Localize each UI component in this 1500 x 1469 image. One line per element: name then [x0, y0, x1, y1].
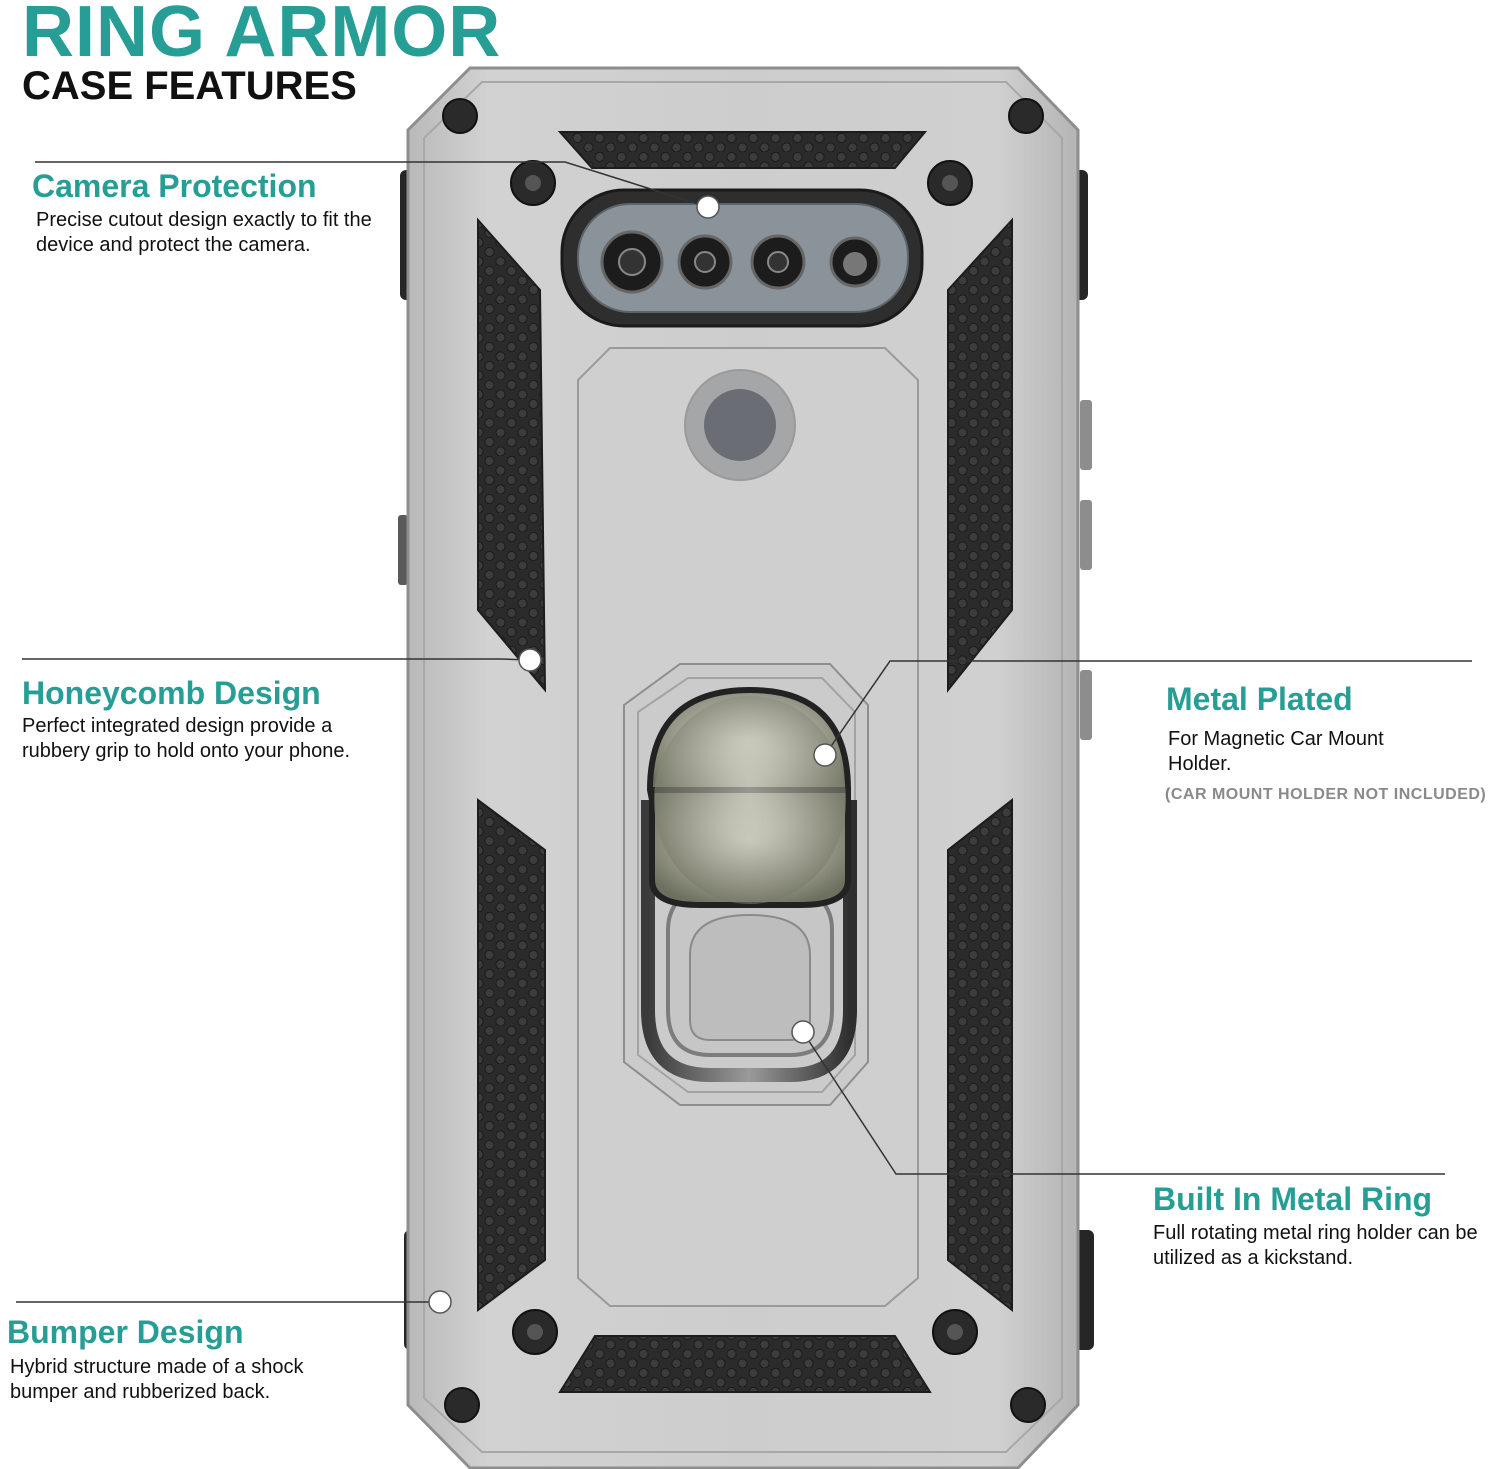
bumper-design-title: Bumper Design [7, 1314, 244, 1350]
metal-plated-title: Metal Plated [1166, 681, 1353, 717]
metal-ring-title: Built In Metal Ring [1153, 1181, 1433, 1217]
camera-protection-description: Precise cutout design exactly to fit the… [36, 209, 372, 256]
honeycomb-left-lower [477, 798, 546, 1312]
page-subtitle: CASE FEATURES [22, 64, 357, 108]
callout-dots [428, 195, 837, 1314]
honeycomb-right-upper [947, 217, 1013, 693]
camera-protection-title: Camera Protection [32, 168, 317, 204]
bumper-design-description: Hybrid structure made of a shock bumper … [10, 1356, 304, 1403]
page-title: RING ARMOR [22, 0, 502, 72]
honeycomb-design-title: Honeycomb Design [22, 675, 321, 711]
honeycomb-left-upper [477, 217, 547, 693]
metal-ring-description: Full rotating metal ring holder can be u… [1153, 1222, 1478, 1269]
metal-plated-note: (CAR MOUNT HOLDER NOT INCLUDED) [1165, 786, 1487, 803]
honeycomb-right-lower [947, 797, 1013, 1313]
camera-lenses [600, 230, 881, 294]
metal-plated-description: For Magnetic Car Mount Holder. [1168, 728, 1384, 775]
honeycomb-design-description: Perfect integrated design provide a rubb… [22, 715, 350, 762]
